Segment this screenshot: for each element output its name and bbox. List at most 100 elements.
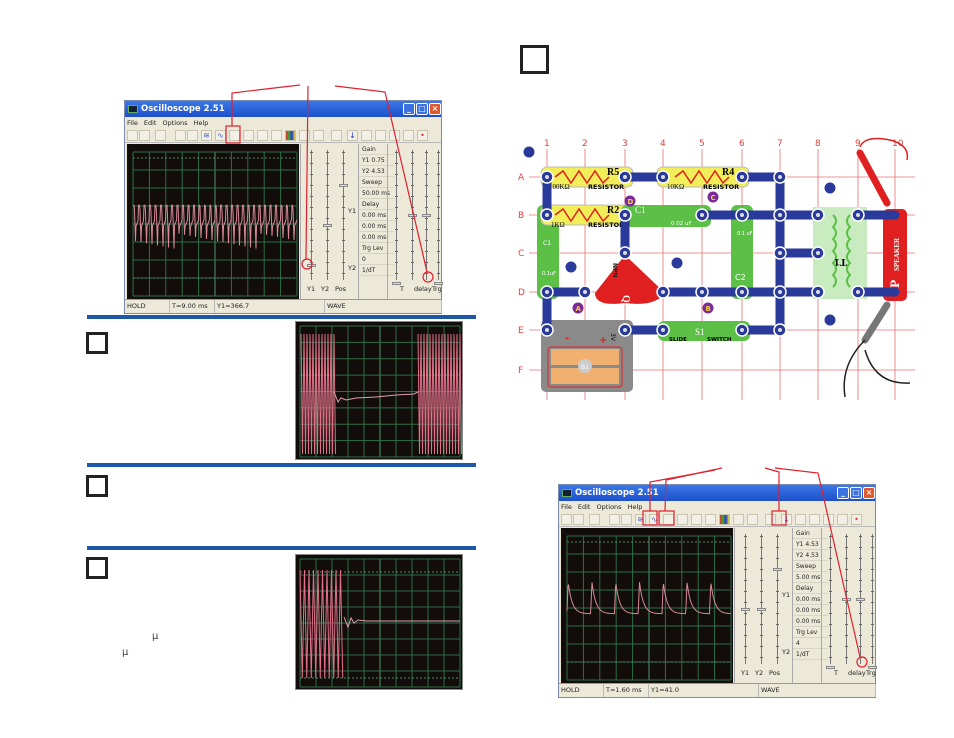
- slider-tick: [760, 547, 763, 548]
- title-bar: Oscilloscope 2.51 _□×: [125, 101, 441, 117]
- toolbar-button[interactable]: [809, 514, 820, 525]
- toolbar-button[interactable]: [257, 130, 268, 141]
- toolbar-button[interactable]: [313, 130, 324, 141]
- slider-tick: [776, 646, 779, 647]
- toolbar-button[interactable]: ∿: [649, 514, 660, 525]
- black-alligator-clip[interactable]: [861, 301, 891, 344]
- color-button[interactable]: [719, 514, 730, 525]
- toolbar-button[interactable]: [837, 514, 848, 525]
- slider-tick: [776, 624, 779, 625]
- slider-tick: [425, 152, 428, 153]
- toolbar-button[interactable]: [361, 130, 372, 141]
- slider-handle[interactable]: [392, 282, 401, 285]
- menu-bar: File Edit Options Help: [561, 502, 648, 512]
- slider-track[interactable]: [396, 150, 397, 280]
- toolbar-button[interactable]: [765, 514, 776, 525]
- toolbar-button[interactable]: [733, 514, 744, 525]
- slider-handle[interactable]: [323, 224, 332, 227]
- slider-handle[interactable]: [773, 568, 782, 571]
- slider-track[interactable]: [830, 534, 831, 664]
- slider-track[interactable]: [343, 150, 344, 280]
- slider-handle[interactable]: [757, 608, 766, 611]
- toolbar-button[interactable]: [561, 514, 572, 525]
- maximize-button[interactable]: □: [850, 487, 862, 499]
- slider-track[interactable]: [761, 534, 762, 664]
- slide-switch-s1[interactable]: [658, 321, 750, 341]
- toolbar-button[interactable]: [127, 130, 138, 141]
- toolbar-button[interactable]: ↓: [781, 514, 792, 525]
- toolbar-button[interactable]: ≋: [635, 514, 646, 525]
- slider-tick: [859, 635, 862, 636]
- menu-options[interactable]: Options: [596, 503, 622, 511]
- toolbar-button[interactable]: [609, 514, 620, 525]
- toolbar-button[interactable]: [747, 514, 758, 525]
- slider-handle[interactable]: [868, 666, 877, 669]
- toolbar-button[interactable]: [243, 130, 254, 141]
- menu-help[interactable]: Help: [193, 119, 209, 127]
- toolbar-button[interactable]: [677, 514, 688, 525]
- toolbar-button[interactable]: [621, 514, 632, 525]
- toolbar-button[interactable]: [823, 514, 834, 525]
- slider-handle[interactable]: [826, 666, 835, 669]
- slider-handle[interactable]: [842, 598, 851, 601]
- slider-track[interactable]: [327, 150, 328, 280]
- slider-track[interactable]: [438, 150, 439, 280]
- slider-handle[interactable]: [856, 598, 865, 601]
- slider-tick: [829, 646, 832, 647]
- slider-track[interactable]: [311, 150, 312, 280]
- toolbar-button[interactable]: [663, 514, 674, 525]
- toolbar-button[interactable]: [589, 514, 600, 525]
- slider-side-label: Y2: [348, 264, 357, 272]
- toolbar-button[interactable]: ↓: [347, 130, 358, 141]
- toolbar-button[interactable]: [139, 130, 150, 141]
- slider-tick: [871, 547, 874, 548]
- toolbar-button[interactable]: ∿: [215, 130, 226, 141]
- close-button[interactable]: ×: [429, 103, 441, 115]
- toolbar-button[interactable]: [795, 514, 806, 525]
- color-button[interactable]: [285, 130, 296, 141]
- slider-track[interactable]: [777, 534, 778, 664]
- minimize-button[interactable]: _: [837, 487, 849, 499]
- toolbar-button[interactable]: [187, 130, 198, 141]
- toolbar-button[interactable]: [299, 130, 310, 141]
- toolbar-button[interactable]: [403, 130, 414, 141]
- minimize-button[interactable]: _: [403, 103, 415, 115]
- menu-options[interactable]: Options: [162, 119, 188, 127]
- slider-handle[interactable]: [741, 608, 750, 611]
- slider-tick: [760, 613, 763, 614]
- snap-node-center: [816, 290, 820, 294]
- menu-edit[interactable]: Edit: [577, 503, 591, 511]
- menu-help[interactable]: Help: [627, 503, 643, 511]
- toolbar-button[interactable]: [175, 130, 186, 141]
- slider-handle[interactable]: [434, 282, 443, 285]
- menu-file[interactable]: File: [561, 503, 572, 511]
- slider-tick: [776, 602, 779, 603]
- red-alligator-clip[interactable]: [856, 149, 891, 207]
- toolbar-button[interactable]: [271, 130, 282, 141]
- slider-handle[interactable]: [339, 184, 348, 187]
- toolbar-button[interactable]: [331, 130, 342, 141]
- toolbar-button[interactable]: [375, 130, 386, 141]
- toolbar-button[interactable]: [691, 514, 702, 525]
- maximize-button[interactable]: □: [416, 103, 428, 115]
- toolbar-button[interactable]: [573, 514, 584, 525]
- close-button[interactable]: ×: [863, 487, 875, 499]
- window-title: Oscilloscope 2.51: [141, 104, 225, 114]
- slider-tick: [845, 580, 848, 581]
- menu-file[interactable]: File: [127, 119, 138, 127]
- toolbar-button[interactable]: [229, 130, 240, 141]
- slider-handle[interactable]: [408, 214, 417, 217]
- toolbar-button[interactable]: •: [417, 130, 428, 141]
- slider-handle[interactable]: [422, 214, 431, 217]
- window-title: Oscilloscope 2.51: [575, 488, 659, 498]
- menu-edit[interactable]: Edit: [143, 119, 157, 127]
- slider-track[interactable]: [745, 534, 746, 664]
- slider-track[interactable]: [872, 534, 873, 664]
- toolbar-button[interactable]: [155, 130, 166, 141]
- toolbar-button[interactable]: [705, 514, 716, 525]
- toolbar-button[interactable]: •: [851, 514, 862, 525]
- toolbar-button[interactable]: [389, 130, 400, 141]
- toolbar-button[interactable]: ≋: [201, 130, 212, 141]
- slider-handle[interactable]: [307, 264, 316, 267]
